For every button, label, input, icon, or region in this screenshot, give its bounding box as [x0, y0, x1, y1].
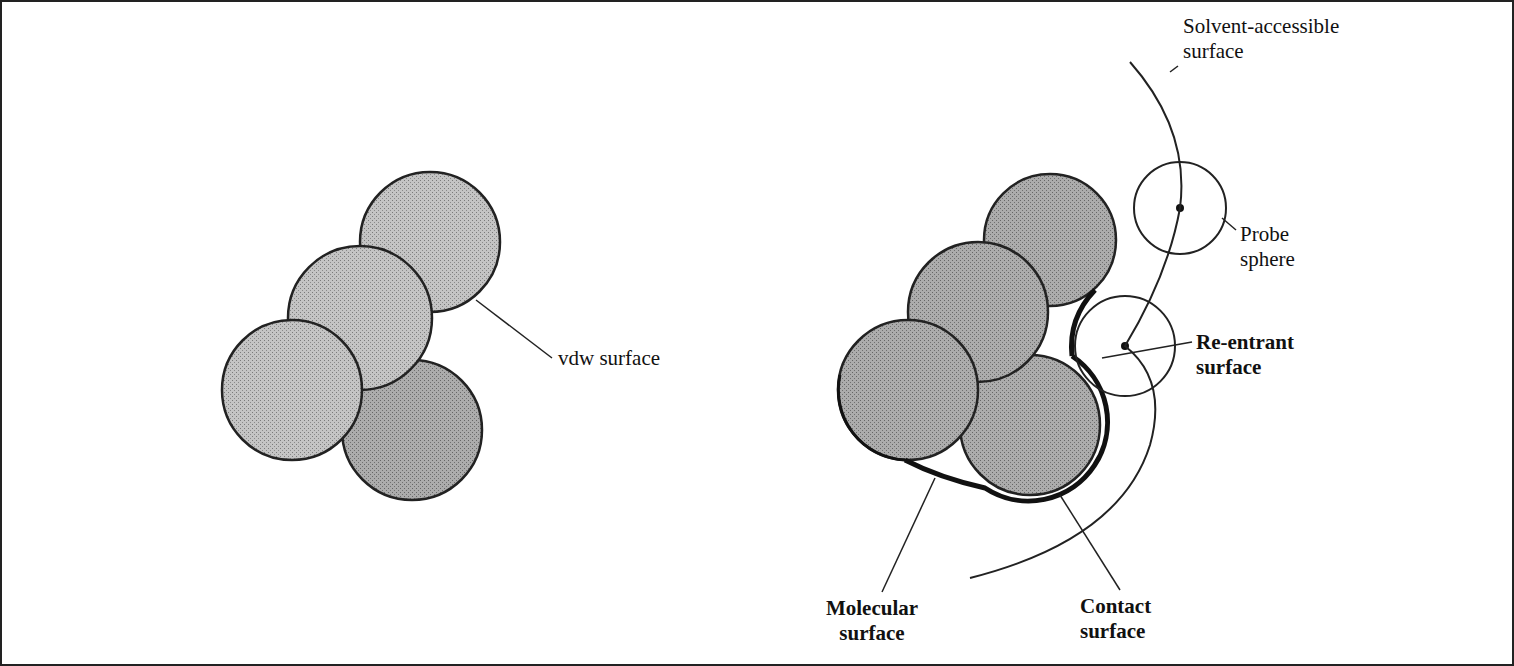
surface-label: Re-entrant surface: [1196, 330, 1306, 380]
part-label: Probe sphere: [1240, 222, 1330, 272]
solvent-accessible-curve: [970, 62, 1181, 578]
leader-line: [476, 300, 552, 358]
surface-label: Molecular surface: [812, 596, 932, 646]
molecule-atoms: [838, 174, 1116, 495]
vdw-atoms: [222, 172, 500, 500]
leader-lines: [882, 66, 1236, 592]
surface-label: vdw surface: [558, 346, 758, 371]
molecular-outline: [838, 375, 905, 460]
surface-label: Contact surface: [1080, 594, 1190, 644]
surface-label: Solvent-accessible surface: [1183, 14, 1363, 64]
contact-arc: [905, 356, 1108, 501]
